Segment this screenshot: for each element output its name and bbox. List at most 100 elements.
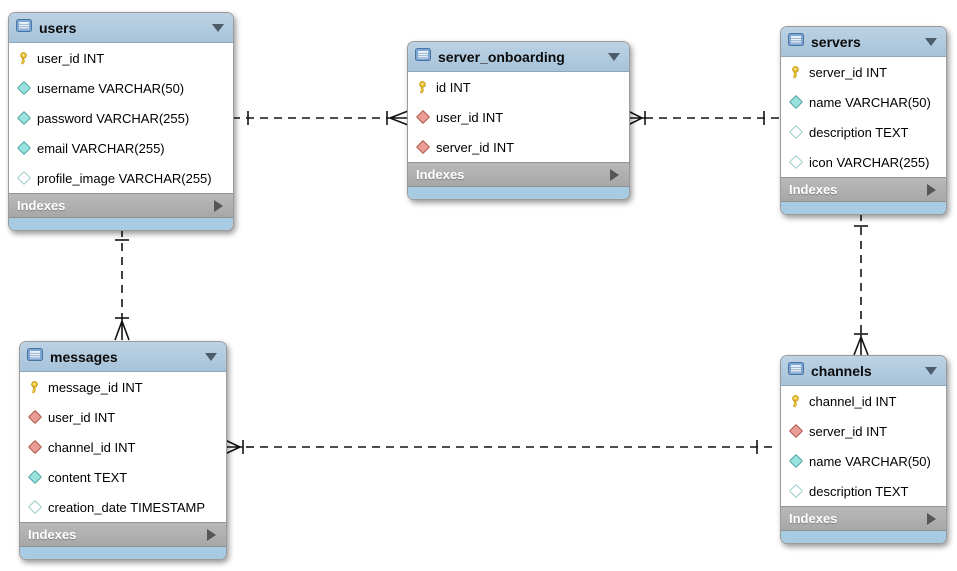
column-label: description TEXT [809,483,909,499]
column-list: server_id INT name VARCHAR(50) description… [781,57,946,177]
column-label: icon VARCHAR(255) [809,154,930,170]
foreign-key-icon [788,423,803,439]
indexes-label: Indexes [789,182,838,197]
column-label: name VARCHAR(50) [809,94,931,110]
column-label: creation_date TIMESTAMP [48,499,206,515]
column-label: message_id INT [48,379,143,395]
nullable-column-icon [788,124,803,140]
indexes-row[interactable]: Indexes [781,506,946,531]
expand-arrow-icon[interactable] [610,168,619,181]
column-label: description TEXT [809,124,909,140]
collapse-triangle-icon[interactable] [205,352,217,361]
table-title: server_onboarding [438,48,565,65]
column-icon [16,110,31,126]
column-row[interactable]: content TEXT [20,462,226,492]
column-row[interactable]: user_id INT [9,43,233,73]
table-servers[interactable]: servers server_id INT name VARCHAR(50) des… [780,26,947,215]
column-label: server_id INT [436,139,515,155]
column-row[interactable]: name VARCHAR(50) [781,87,946,117]
collapse-triangle-icon[interactable] [212,23,224,32]
nullable-column-icon [788,154,803,170]
indexes-label: Indexes [416,167,465,182]
column-row[interactable]: message_id INT [20,372,226,402]
table-users[interactable]: users user_id INT username VARCHAR(50) pas… [8,12,234,231]
column-row[interactable]: user_id INT [408,102,629,132]
column-row[interactable]: creation_date TIMESTAMP [20,492,226,522]
column-row[interactable]: server_id INT [781,57,946,87]
table-title: servers [811,33,861,50]
indexes-row[interactable]: Indexes [20,522,226,547]
table-channels[interactable]: channels channel_id INT server_id INT name… [780,355,947,544]
column-icon [788,94,803,110]
column-row[interactable]: channel_id INT [781,386,946,416]
table-messages[interactable]: messages message_id INT user_id INT channe… [19,341,227,560]
expand-arrow-icon[interactable] [927,512,936,525]
indexes-row[interactable]: Indexes [9,193,233,218]
table-footer [9,218,233,230]
primary-key-icon [415,80,430,94]
table-users-header[interactable]: users [9,13,233,43]
column-row[interactable]: user_id INT [20,402,226,432]
column-row[interactable]: profile_image VARCHAR(255) [9,163,233,193]
column-label: user_id INT [37,50,105,66]
column-icon [788,453,803,469]
column-row[interactable]: icon VARCHAR(255) [781,147,946,177]
indexes-label: Indexes [28,527,77,542]
expand-arrow-icon[interactable] [207,528,216,541]
column-icon [16,140,31,156]
table-title: messages [50,348,118,365]
column-label: profile_image VARCHAR(255) [37,170,212,186]
table-server-onboarding[interactable]: server_onboarding id INT user_id INT serve… [407,41,630,200]
indexes-row[interactable]: Indexes [408,162,629,187]
foreign-key-icon [415,139,430,155]
table-icon [788,361,804,380]
column-label: password VARCHAR(255) [37,110,190,126]
column-row[interactable]: username VARCHAR(50) [9,73,233,103]
column-row[interactable]: server_id INT [781,416,946,446]
collapse-triangle-icon[interactable] [925,37,937,46]
primary-key-icon [788,65,803,79]
table-footer [781,531,946,543]
foreign-key-icon [27,409,42,425]
relationship-servers-channels[interactable] [853,213,869,356]
nullable-column-icon [16,170,31,186]
column-row[interactable]: password VARCHAR(255) [9,103,233,133]
table-footer [408,187,629,199]
column-icon [16,80,31,96]
relationship-server_onboarding-servers[interactable] [627,110,780,126]
table-channels-header[interactable]: channels [781,356,946,386]
column-row[interactable]: server_id INT [408,132,629,162]
table-messages-header[interactable]: messages [20,342,226,372]
table-icon [788,32,804,51]
relationship-users-messages[interactable] [114,229,130,341]
column-row[interactable]: channel_id INT [20,432,226,462]
column-row[interactable]: description TEXT [781,476,946,506]
table-server-onboarding-header[interactable]: server_onboarding [408,42,629,72]
column-label: name VARCHAR(50) [809,453,931,469]
collapse-triangle-icon[interactable] [925,366,937,375]
expand-arrow-icon[interactable] [927,183,936,196]
column-icon [27,469,42,485]
column-label: server_id INT [809,423,888,439]
column-row[interactable]: description TEXT [781,117,946,147]
table-footer [781,202,946,214]
column-label: user_id INT [436,109,504,125]
column-label: server_id INT [809,64,888,80]
indexes-row[interactable]: Indexes [781,177,946,202]
column-row[interactable]: name VARCHAR(50) [781,446,946,476]
table-servers-header[interactable]: servers [781,27,946,57]
collapse-triangle-icon[interactable] [608,52,620,61]
table-icon [415,47,431,66]
column-row[interactable]: id INT [408,72,629,102]
indexes-label: Indexes [17,198,66,213]
column-label: user_id INT [48,409,116,425]
column-label: content TEXT [48,469,128,485]
expand-arrow-icon[interactable] [214,199,223,212]
table-icon [16,18,32,37]
column-label: channel_id INT [809,393,897,409]
column-row[interactable]: email VARCHAR(255) [9,133,233,163]
relationship-messages-channels[interactable] [224,439,778,455]
relationship-users-server_onboarding[interactable] [232,110,409,126]
